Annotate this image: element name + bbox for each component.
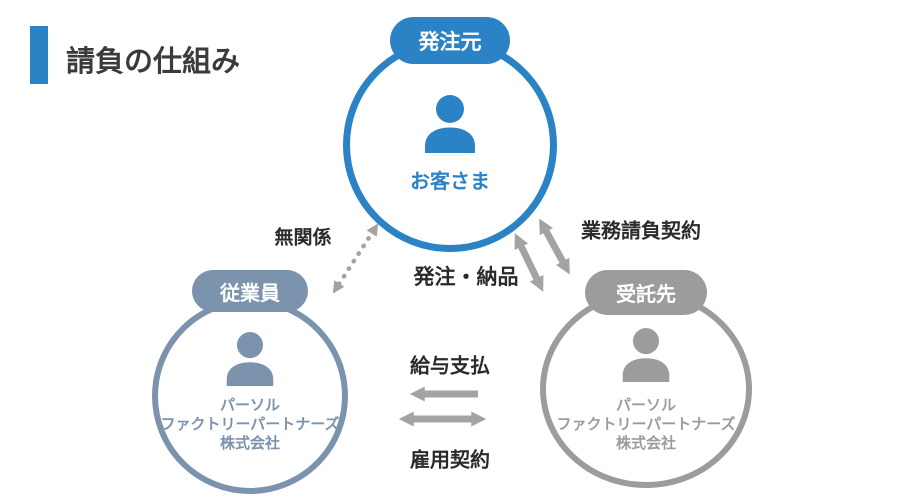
page-title: 請負の仕組み — [66, 46, 241, 78]
label-employment-contract: 雇用契約 — [410, 449, 490, 472]
label-service-contract: 業務請負契約 — [581, 220, 701, 243]
arrow-service-contract — [539, 218, 570, 275]
contractor-name-line2: ファクトリーパートナーズ — [556, 416, 736, 433]
label-salary-payment: 給与支払 — [410, 355, 490, 378]
arrow-unrelated-dotted — [332, 223, 379, 294]
employee-badge: 従業員 — [192, 270, 308, 312]
arrow-order-delivery — [514, 233, 544, 292]
employee-name-line2: ファクトリーパートナーズ — [160, 416, 340, 433]
employee-name: パーソル ファクトリーパートナーズ 株式会社 — [160, 396, 339, 453]
employee-name-line1: パーソル — [219, 397, 280, 414]
person-icon — [425, 95, 475, 153]
person-icon — [622, 328, 670, 382]
node-orderer: 発注元 お客さま — [343, 17, 557, 252]
label-unrelated: 無関係 — [274, 227, 332, 249]
contractor-badge: 受託先 — [585, 270, 707, 315]
orderer-badge: 発注元 — [390, 17, 510, 64]
label-order-delivery: 発注・納品 — [413, 266, 519, 289]
employee-name-line3: 株式会社 — [219, 435, 280, 452]
node-employee: 従業員 パーソル ファクトリーパートナーズ 株式会社 — [152, 270, 348, 494]
orderer-name: お客さま — [410, 171, 490, 193]
node-contractor: 受託先 パーソル ファクトリーパートナーズ 株式会社 — [540, 270, 752, 488]
person-icon — [226, 332, 274, 386]
title-accent-bar — [30, 26, 48, 84]
contractor-name-line3: 株式会社 — [615, 435, 676, 452]
contractor-name: パーソル ファクトリーパートナーズ 株式会社 — [556, 396, 735, 453]
contractor-name-line1: パーソル — [615, 397, 676, 414]
